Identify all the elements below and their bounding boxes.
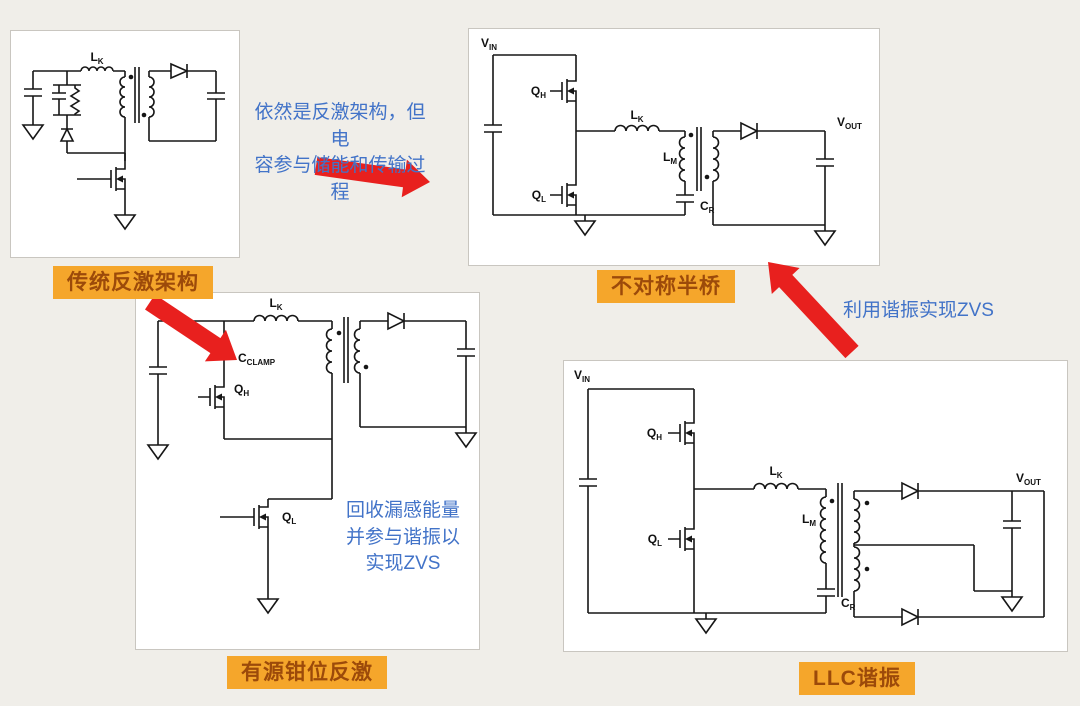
label-ql: QL — [532, 188, 546, 204]
mosfet-clamp-qh — [197, 378, 225, 416]
mosfet-qh — [549, 72, 577, 110]
active-clamp-schematic: LK CCLAMP QH QL — [147, 296, 477, 614]
input-capacitor — [149, 320, 254, 439]
label-vout: VOUT — [1016, 471, 1041, 487]
leakage-inductor — [80, 66, 125, 72]
output-rectifier — [360, 311, 475, 427]
ground-icon — [22, 118, 44, 140]
llc-schematic: VIN QH QL LK LM CR VOUT — [574, 368, 1045, 634]
label-qh: QH — [234, 382, 249, 398]
rcd-snubber — [52, 71, 125, 154]
circuit-traditional-flyback: LK — [10, 30, 240, 258]
ground-icon — [695, 612, 717, 634]
polarity-dot — [704, 174, 710, 180]
ground-icon — [147, 438, 169, 460]
output-rectifier — [149, 62, 225, 142]
ground-icon — [257, 592, 279, 614]
mosfet-main-switch — [98, 160, 126, 198]
circuit-asymmetric-half-bridge: VIN QH QL LK LM CR VOUT — [468, 28, 880, 266]
traditional-flyback-schematic: LK — [22, 50, 225, 230]
output-diode-icon — [740, 121, 759, 141]
output-capacitor — [1003, 491, 1021, 591]
caption-llc: LLC谐振 — [799, 662, 915, 695]
label-lk: LK — [269, 296, 282, 312]
transformer — [119, 67, 155, 161]
label-lm: LM — [802, 512, 816, 528]
transformer — [678, 127, 720, 225]
polarity-dot — [363, 364, 369, 370]
polarity-dot — [864, 500, 870, 506]
snubber-diode-icon — [59, 127, 75, 142]
ground-icon — [814, 224, 836, 246]
output-capacitor — [713, 131, 834, 226]
resonant-inductor — [694, 482, 826, 490]
mosfet-ql — [667, 520, 695, 558]
circuit-active-clamp-flyback: LK CCLAMP QH QL — [135, 292, 480, 650]
label-lk: LK — [90, 50, 103, 66]
caption-active-clamp: 有源钳位反激 — [227, 656, 387, 689]
asym-half-bridge-schematic: VIN QH QL LK LM CR VOUT — [481, 36, 862, 246]
note-leakage-recovery: 回收漏感能量 并参与谐振以 实现ZVS — [345, 500, 460, 575]
label-lk: LK — [769, 464, 782, 480]
leakage-inductor — [253, 314, 332, 322]
mosfet-qh — [667, 414, 695, 452]
label-ql: QL — [648, 532, 662, 548]
polarity-dot — [688, 132, 694, 138]
label-vout: VOUT — [837, 115, 862, 131]
circuit-llc-resonant: VIN QH QL LK LM CR VOUT — [563, 360, 1068, 652]
label-lk: LK — [630, 108, 643, 124]
note-resonance-zvs: 利用谐振实现ZVS — [843, 300, 994, 321]
rectifier-diode-icon — [901, 607, 920, 627]
rectifier-top — [854, 481, 1044, 501]
ground-icon — [455, 426, 477, 448]
input-capacitor — [24, 70, 81, 119]
output-diode-icon — [170, 62, 189, 80]
mosfet-ql — [549, 176, 577, 214]
rectifier-bottom — [854, 491, 1045, 627]
input-rail — [579, 388, 826, 614]
label-qh: QH — [531, 84, 546, 100]
mosfet-main-ql — [241, 498, 269, 536]
polarity-dot — [829, 498, 835, 504]
center-tap — [854, 544, 1012, 592]
label-qh: QH — [647, 426, 662, 442]
polarity-dot — [864, 566, 870, 572]
transformer — [325, 317, 466, 499]
label-lm: LM — [663, 150, 677, 166]
polarity-dot — [128, 74, 134, 80]
caption-asym-half-bridge: 不对称半桥 — [597, 270, 735, 303]
label-vin: VIN — [574, 368, 590, 384]
label-cr: CR — [841, 596, 856, 612]
ground-icon — [574, 214, 596, 236]
label-cr: CR — [700, 199, 715, 215]
note-capacitor-storage: 依然是反激架构，但电 容参与储能和传输过程 — [254, 102, 426, 203]
rectifier-diode-icon — [901, 481, 920, 501]
ground-icon — [114, 208, 136, 230]
output-rectifier — [713, 121, 825, 141]
label-vin: VIN — [481, 36, 497, 52]
polarity-dot — [141, 112, 147, 118]
polarity-dot — [336, 330, 342, 336]
label-cclamp: CCLAMP — [238, 351, 276, 367]
ground-icon — [1001, 590, 1023, 612]
input-rail — [484, 54, 685, 216]
output-diode-icon — [387, 311, 406, 331]
resonant-capacitor — [676, 194, 694, 215]
label-ql: QL — [282, 510, 296, 526]
resonant-inductor — [576, 124, 685, 132]
caption-traditional-flyback: 传统反激架构 — [53, 266, 213, 299]
resonant-capacitor — [817, 585, 835, 613]
clamp-capacitor — [215, 321, 233, 379]
